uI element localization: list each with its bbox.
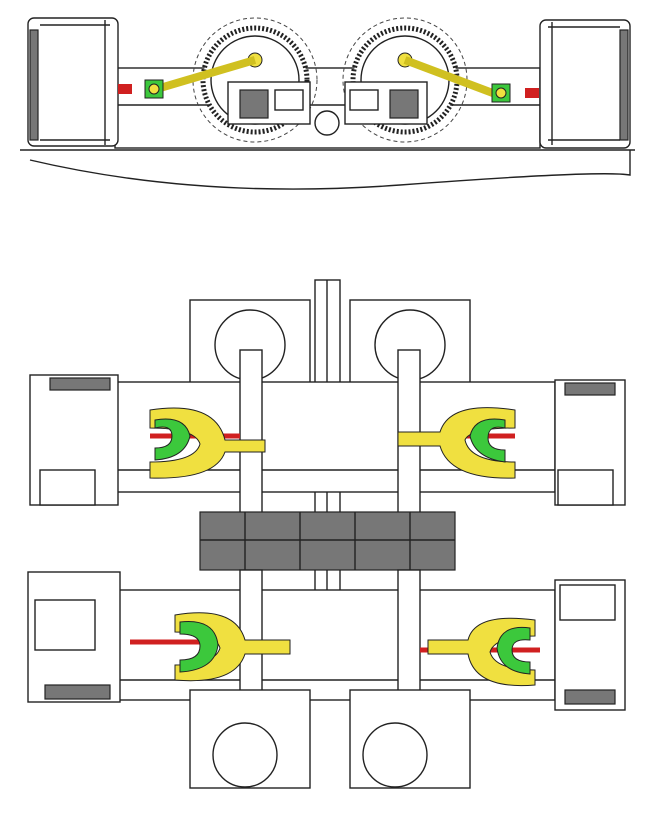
drawing-stroke [39, 469, 96, 506]
drawing-stroke [539, 19, 631, 149]
center-axle [314, 110, 340, 136]
drawing-stroke [154, 418, 191, 461]
lower-right-wheel [554, 579, 626, 711]
gear-train [199, 511, 456, 571]
drawing-stroke [148, 83, 160, 95]
drawing-stroke [389, 89, 419, 119]
side-elevation-view [20, 17, 635, 190]
drawing-stroke [619, 29, 629, 141]
drawing-stroke [349, 89, 379, 111]
drawing-stroke [239, 89, 269, 119]
drawing-stroke [564, 382, 616, 396]
drawing-stroke [274, 89, 304, 111]
drawing-stroke [469, 418, 506, 463]
drawing-stroke [34, 599, 96, 651]
upper-left-wheel [29, 374, 119, 506]
upper-left-fork [149, 407, 266, 479]
drawing-stroke [496, 626, 531, 675]
drawing-stroke [200, 512, 455, 570]
drawing-stroke [362, 722, 428, 788]
ground-line [20, 149, 635, 190]
drawing-stroke [192, 17, 318, 143]
drawing-stroke [564, 689, 616, 705]
drawing-stroke [495, 87, 507, 99]
left-wheel [27, 17, 119, 147]
plan-view [27, 279, 626, 789]
drawing-stroke [44, 684, 111, 700]
drawing-stroke [403, 56, 500, 99]
drawing-stroke [179, 620, 219, 673]
upper-right-wheel [554, 379, 626, 506]
lower-right-fork [420, 617, 540, 687]
drawing-stroke [49, 377, 111, 391]
drawing-stroke [525, 88, 539, 98]
drawing-stroke [212, 722, 278, 788]
drawing-stroke [557, 469, 614, 506]
drawing-stroke [29, 29, 39, 141]
drawing-stroke [239, 349, 263, 516]
left-crosshead [118, 79, 164, 99]
drawing-stroke [199, 511, 456, 571]
lower-left-fork [130, 612, 291, 682]
lower-left-wheel [27, 571, 121, 703]
drawing-stroke [559, 584, 616, 621]
drawing-stroke [40, 20, 110, 145]
right-wheel [539, 19, 631, 149]
upper-right-fork [397, 407, 516, 479]
drawing-stroke [27, 17, 119, 147]
drawing-stroke [158, 56, 257, 92]
drawing-stroke [118, 84, 132, 94]
right-crosshead [491, 83, 539, 103]
drawing-stroke [548, 22, 620, 145]
